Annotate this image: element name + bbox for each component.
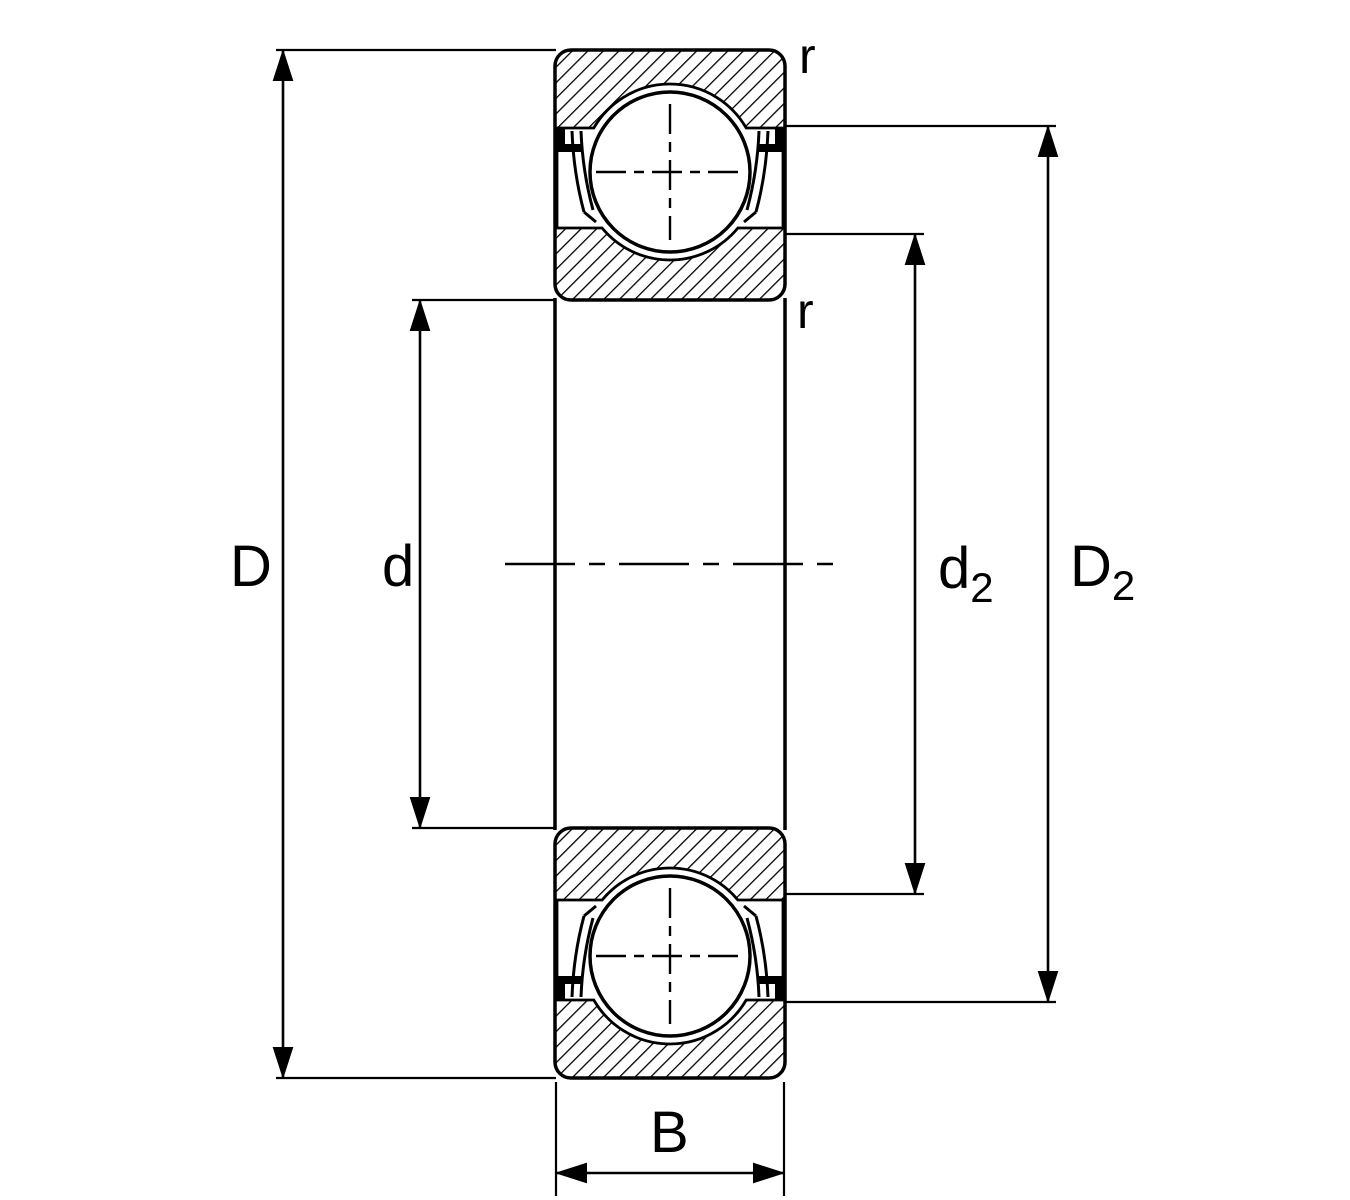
dimension-D: D xyxy=(230,48,556,1080)
dimension-d2: d2 xyxy=(784,232,994,896)
label-d: d xyxy=(382,534,414,599)
bottom-ring-section xyxy=(553,826,787,1080)
label-r-top: r xyxy=(799,28,816,84)
label-D: D xyxy=(230,534,272,599)
label-r-mid: r xyxy=(797,283,814,339)
dimension-D2: D2 xyxy=(784,124,1135,1004)
label-d2: d2 xyxy=(938,536,994,611)
label-B: B xyxy=(650,1100,689,1165)
top-ring-section xyxy=(553,48,787,302)
dimension-d: d xyxy=(382,298,556,830)
dimension-B: B xyxy=(554,1082,786,1196)
label-D2: D2 xyxy=(1070,534,1135,609)
